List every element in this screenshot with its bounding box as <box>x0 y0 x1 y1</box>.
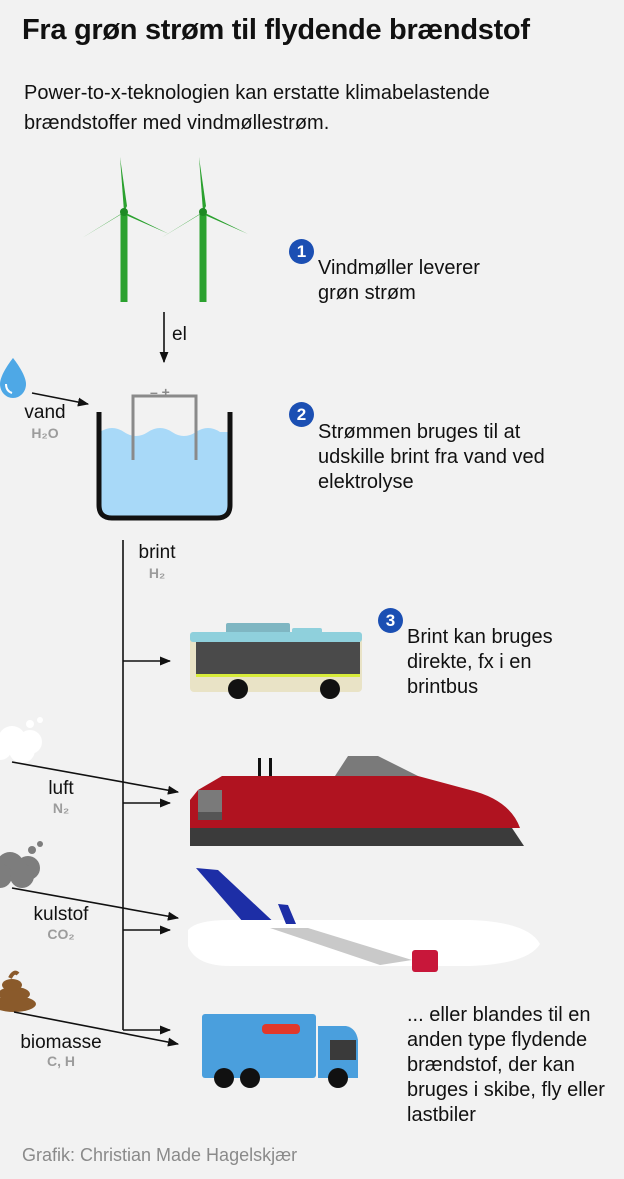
vand-formula: H₂O <box>31 425 59 441</box>
kulstof-formula: CO₂ <box>47 926 75 942</box>
credit-text: Grafik: Christian Made Hagelskjær <box>22 1145 298 1165</box>
page-title: Fra grøn strøm til flydende brændstof <box>22 14 530 46</box>
vand-arrow <box>31 392 90 407</box>
electrode-sign: – + <box>150 384 170 400</box>
biomass-icon <box>0 970 36 1012</box>
electrolysis-tank-icon <box>96 394 233 521</box>
step-1-badge: 1 <box>289 239 314 264</box>
step-3-text: Brint kan bruges direkte, fx i en brintb… <box>407 626 553 698</box>
kulstof-arrow <box>11 887 180 921</box>
water-drop-icon <box>0 358 26 398</box>
step-2-badge: 2 <box>289 402 314 427</box>
truck-icon <box>202 1014 358 1088</box>
intro-text: Power-to-x-teknologien kan erstatte klim… <box>24 82 490 134</box>
el-label: el <box>172 324 187 345</box>
wind-turbine-icon <box>161 157 248 302</box>
wind-turbine-icon <box>82 157 169 302</box>
brint-label: brint <box>138 542 176 563</box>
luft-arrow <box>11 761 180 795</box>
vand-label: vand <box>24 402 66 423</box>
step-3-badge: 3 <box>378 608 403 633</box>
step-1-text: Vindmøller leverer grøn strøm <box>318 257 480 304</box>
biomasse-label: biomasse <box>20 1032 102 1053</box>
kulstof-label: kulstof <box>33 904 89 925</box>
hydrogen-bus-icon <box>190 623 362 699</box>
airplane-icon <box>188 868 540 972</box>
luft-formula: N₂ <box>52 800 70 816</box>
luft-label: luft <box>48 778 74 799</box>
air-cloud-icon <box>0 717 43 763</box>
final-text: ... eller blandes til en anden type flyd… <box>407 1004 605 1126</box>
biomasse-formula: C, H <box>47 1053 75 1069</box>
step-2-text: Strømmen bruges til at udskille brint fr… <box>318 421 545 493</box>
ship-icon <box>190 756 524 846</box>
brint-formula: H₂ <box>148 565 166 581</box>
biomasse-arrow <box>13 1011 180 1047</box>
carbon-cloud-icon <box>0 841 43 888</box>
